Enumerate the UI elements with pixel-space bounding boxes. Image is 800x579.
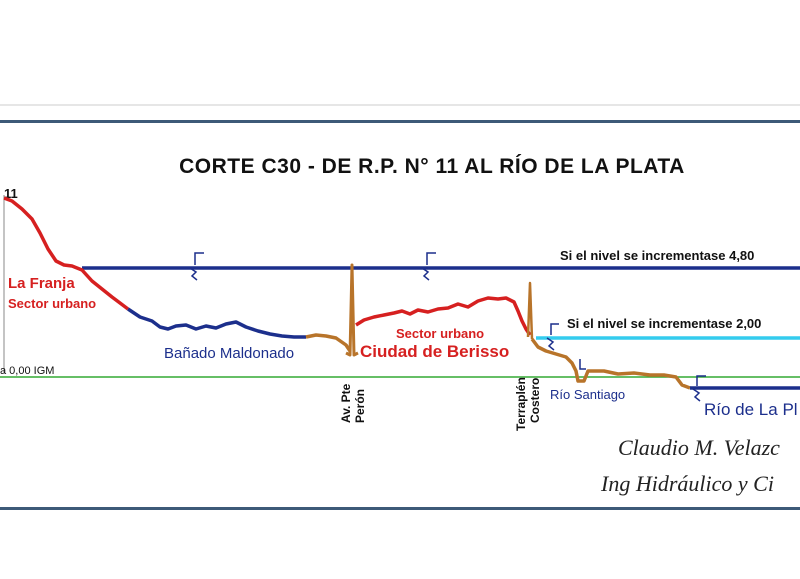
signature-line2: Ing Hidráulico y Ci — [600, 471, 774, 496]
terrain-ground-a — [305, 333, 352, 352]
terrain-wetland — [127, 307, 306, 339]
zone-sector-urbano-left: Sector urbano — [8, 296, 96, 311]
terraplen-spike — [526, 281, 534, 340]
bottom-band — [0, 512, 800, 579]
terrain-ground-coastal — [530, 337, 691, 390]
signature-line1: Claudio M. Velazc — [618, 435, 780, 460]
terrain-urban-berisso — [355, 296, 532, 336]
landmark-av-line1: Av. Pte — [339, 383, 353, 423]
landmark-av-line2: Perón — [353, 389, 367, 423]
start-label: 11 — [4, 186, 18, 201]
landmark-terraplen-line1: Terraplén — [514, 377, 528, 431]
avenue-spike — [345, 263, 359, 357]
zone-banado: Bañado Maldonado — [164, 345, 294, 362]
zone-sector-urbano-right: Sector urbano — [396, 326, 484, 341]
water-level-marker-icon — [189, 252, 204, 281]
zone-rio-plata: Río de La Pl — [704, 400, 798, 419]
water-level-marker-icon — [692, 375, 706, 402]
terrain-urban-left — [3, 196, 130, 311]
top-band — [0, 0, 800, 106]
cross-section-panel: CORTE C30 - DE R.P. N° 11 AL RÍO DE LA P… — [0, 120, 800, 510]
water-level-marker-icon — [421, 252, 436, 281]
level-high-label: Si el nivel se incrementase 4,80 — [560, 248, 754, 263]
zone-ciudad-berisso: Ciudad de Berisso — [360, 342, 509, 361]
zone-la-franja: La Franja — [8, 275, 75, 292]
zone-rio-santiago: Río Santiago — [550, 387, 625, 402]
level-medium-label: Si el nivel se incrementase 2,00 — [567, 316, 761, 331]
water-level-marker-icon — [546, 323, 559, 351]
landmark-terraplen-line2: Costero — [528, 378, 542, 423]
diagram-title: CORTE C30 - DE R.P. N° 11 AL RÍO DE LA P… — [179, 155, 685, 178]
cross-section-diagram: CORTE C30 - DE R.P. N° 11 AL RÍO DE LA P… — [0, 155, 800, 496]
water-level-marker-icon — [579, 359, 586, 370]
datum-label: a 0,00 IGM — [0, 365, 54, 377]
